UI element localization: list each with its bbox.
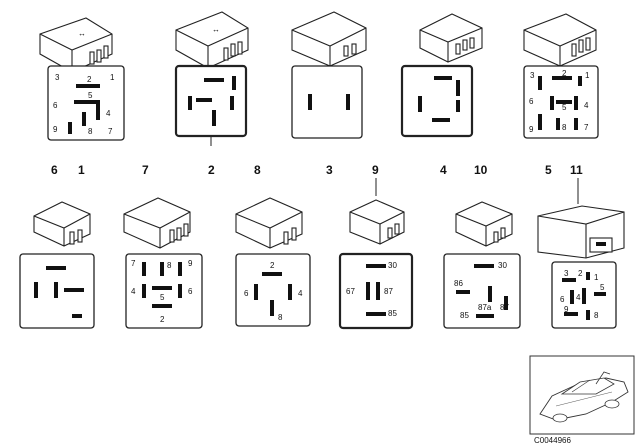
pin-label: 2 [562,69,567,78]
pin-label: 85 [460,311,469,320]
pin-label: 4 [576,293,581,302]
pin-label: 3 [55,73,60,82]
pin-label: 87 [384,287,393,296]
pin-label: 6 [529,97,534,106]
part-label-5: 5 [545,163,552,177]
pin-label: 30 [388,261,397,270]
part-label-4: 4 [440,163,447,177]
part-label-1: 1 [78,163,85,177]
relay-body-g [123,197,191,249]
pin-label: 2 [578,269,583,278]
relay-face-a: 3 2 1 6 5 4 9 8 7 [47,65,125,141]
car-thumbnail: C0044966 [529,355,635,445]
relay-body-b: ↔ [175,11,249,69]
pin-label: 9 [564,305,569,314]
relay-face-f [19,253,95,329]
pin-label: 4 [584,101,589,110]
pin-label: 1 [585,71,590,80]
relay-body-f [33,201,91,247]
relay-body-k [537,205,625,259]
pin-label: 2 [270,261,275,270]
pin-label: 9 [529,125,534,134]
pin-label: 5 [88,91,93,100]
relay-face-k: 3 2 1 6 4 5 9 8 [551,261,617,329]
pin-label: 7 [584,123,589,132]
pin-label: 67 [346,287,355,296]
relay-body-i [349,199,405,245]
pin-label: 7 [131,259,136,268]
pin-label: 8 [88,127,93,136]
relay-face-g: 7 8 9 4 5 6 2 [125,253,203,329]
pin-label: 8 [278,313,283,322]
pin-label: 3 [564,269,569,278]
pin-label: 2 [160,315,165,324]
pin-label: 87 [500,303,509,312]
part-number-row: 6 1 7 2 8 3 9 4 10 5 11 [51,163,583,204]
diagram-code: C0044966 [534,436,571,445]
svg-text:↔: ↔ [78,29,86,38]
svg-text:↔: ↔ [212,25,220,34]
pin-label: 9 [188,259,193,268]
relay-face-c [291,65,363,139]
pin-label: 1 [594,273,599,282]
relay-face-j: 30 86 87a 87 85 [443,253,521,329]
pin-label: 7 [108,127,113,136]
pin-label: 6 [560,295,565,304]
relay-face-i: 30 67 87 85 [338,252,414,330]
relay-face-e: 3 2 1 6 5 4 9 8 7 [523,65,599,139]
pin-label: 6 [244,289,249,298]
relay-body-e [523,13,597,67]
part-label-8: 8 [254,163,261,177]
pin-label: 6 [53,101,58,110]
pin-label: 5 [562,103,567,112]
pin-label: 4 [106,109,111,118]
relay-body-h [235,197,303,249]
relay-body-a: ↔ [39,17,113,73]
pin-label: 5 [160,293,165,302]
pin-label: 6 [188,287,193,296]
part-label-10: 10 [474,163,488,177]
pin-label: 3 [530,71,535,80]
pin-label: 30 [498,261,507,270]
part-label-7: 7 [142,163,149,177]
relay-body-j [455,201,513,247]
pin-label: 9 [53,125,58,134]
part-label-2: 2 [208,163,215,177]
pin-label: 8 [594,311,599,320]
pin-label: 4 [131,287,136,296]
pin-label: 8 [562,123,567,132]
pin-label: 87a [478,303,492,312]
pin-label: 2 [87,75,92,84]
part-label-6: 6 [51,163,58,177]
pin-label: 4 [298,289,303,298]
part-label-11: 11 [570,163,583,177]
relay-body-c [291,11,367,67]
pin-label: 5 [600,283,605,292]
pin-label: 85 [388,309,397,318]
relay-face-h: 2 6 4 8 [235,253,311,327]
relay-body-d [419,13,483,63]
pin-label: 1 [110,73,115,82]
pin-label: 86 [454,279,463,288]
part-label-3: 3 [326,163,333,177]
relay-face-d [400,64,474,138]
pin-label: 8 [167,261,172,270]
part-label-9: 9 [372,163,379,177]
relay-face-b [174,64,248,146]
